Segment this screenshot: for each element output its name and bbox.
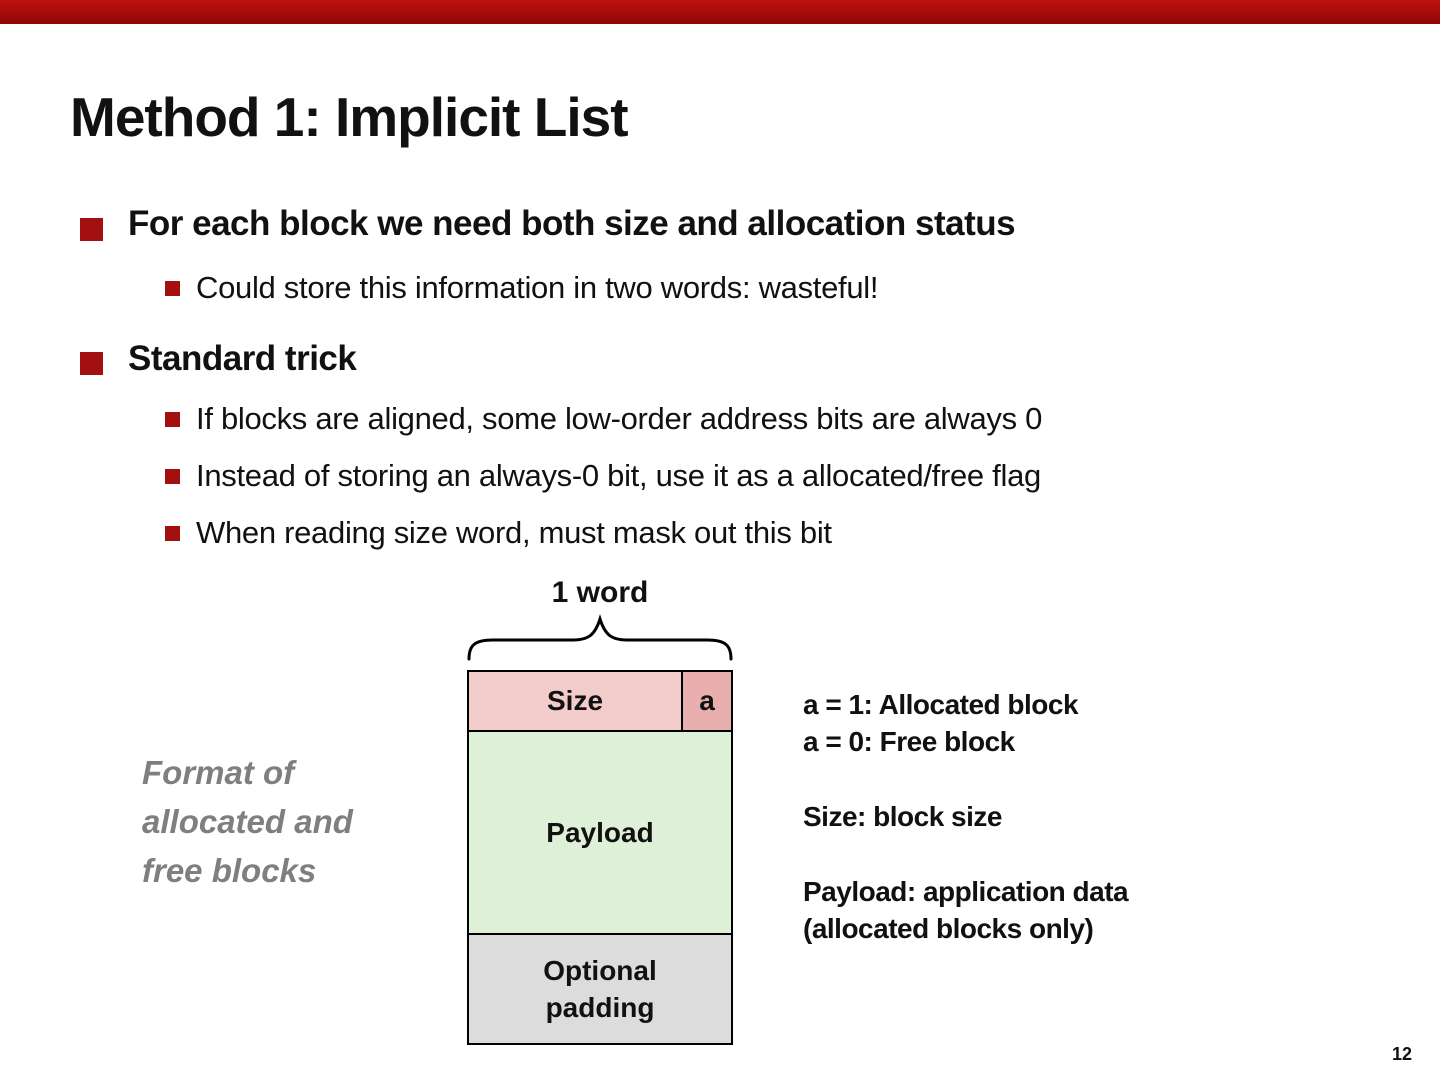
allocated-flag-cell: a <box>681 672 731 730</box>
padding-cell: Optional padding <box>469 935 731 1043</box>
header-word-row: Size a <box>469 672 731 732</box>
legend-payload: Payload: application data (allocated blo… <box>803 873 1129 947</box>
format-caption-line1: Format of <box>142 754 295 791</box>
bullet-marker-icon <box>165 412 180 427</box>
format-caption-line2: allocated and <box>142 803 353 840</box>
legend-a1-line: a = 1: Allocated block <box>803 689 1079 720</box>
bullet-l2-text: Could store this information in two word… <box>196 270 879 305</box>
bullet-l1-text: For each block we need both size and all… <box>128 204 1016 243</box>
brace-icon <box>467 614 733 661</box>
bullet-marker-icon <box>80 352 103 375</box>
bullet-l2-text: If blocks are aligned, some low-order ad… <box>196 401 1043 436</box>
bullet-l1-text: Standard trick <box>128 339 357 378</box>
bullet-marker-icon <box>165 469 180 484</box>
padding-label-line1: Optional <box>543 955 657 986</box>
legend-a-flag: a = 1: Allocated block a = 0: Free block <box>803 686 1079 760</box>
payload-cell: Payload <box>469 732 731 935</box>
bullet-marker-icon <box>165 526 180 541</box>
legend-size: Size: block size <box>803 801 1002 832</box>
format-caption: Format of allocated and free blocks <box>142 748 353 895</box>
size-cell: Size <box>469 672 681 730</box>
page-title: Method 1: Implicit List <box>70 86 629 148</box>
legend-a0-line: a = 0: Free block <box>803 726 1015 757</box>
bullet-l2-text: When reading size word, must mask out th… <box>196 515 832 550</box>
format-caption-line3: free blocks <box>142 852 317 889</box>
block-diagram: Size a Payload Optional padding <box>467 670 733 1045</box>
bullet-marker-icon <box>80 218 103 241</box>
one-word-label: 1 word <box>551 576 649 609</box>
padding-label-line2: padding <box>545 992 655 1023</box>
page-number: 12 <box>1392 1044 1413 1064</box>
legend-payload-line2: (allocated blocks only) <box>803 913 1094 944</box>
legend-payload-line1: Payload: application data <box>803 876 1129 907</box>
bullet-l2-text: Instead of storing an always-0 bit, use … <box>196 458 1041 493</box>
bullet-marker-icon <box>165 281 180 296</box>
top-banner <box>0 0 1440 24</box>
